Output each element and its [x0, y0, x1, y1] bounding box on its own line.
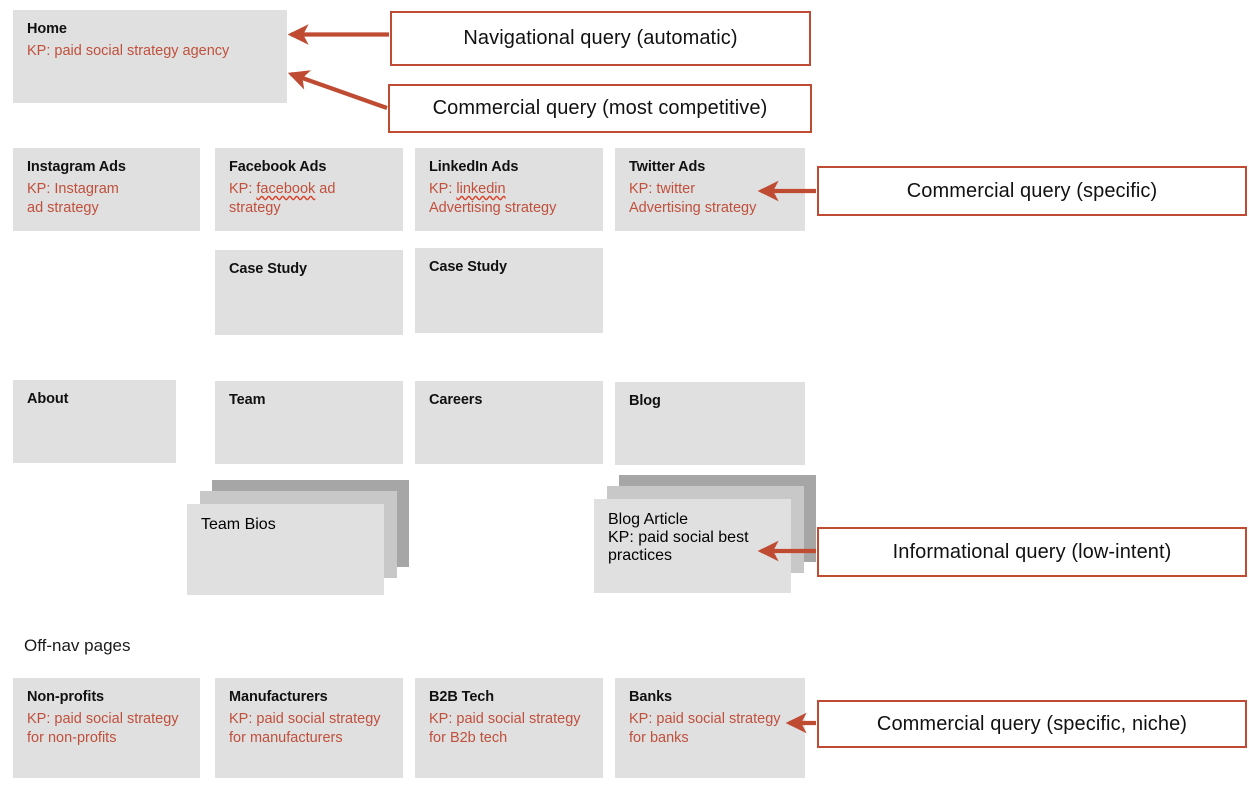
callout-commercial-most-competitive-label: Commercial query (most competitive) — [432, 97, 768, 119]
callout-informational-low-intent[interactable]: Informational query (low-intent) — [817, 527, 1247, 577]
node-blog-title: Blog — [629, 393, 661, 409]
node-manufacturers-title: Manufacturers — [229, 689, 328, 705]
node-non-profits-title: Non-profits — [27, 689, 105, 705]
node-manufacturers[interactable]: Manufacturers KP: paid social strategy f… — [215, 678, 403, 778]
node-banks-title: Banks — [629, 689, 673, 705]
node-case-study-1-title: Case Study — [229, 261, 307, 277]
node-careers-title: Careers — [429, 392, 483, 408]
callout-navigational-query[interactable]: Navigational query (automatic) — [390, 11, 811, 66]
callout-informational-low-intent-label: Informational query (low-intent) — [892, 540, 1172, 563]
node-about[interactable]: About — [13, 380, 176, 463]
arrow-home-to-commercial-most-competitive — [287, 70, 388, 110]
node-facebook-ads-keyword: KP: facebook ad strategy — [229, 181, 336, 217]
node-careers[interactable]: Careers — [415, 381, 603, 464]
node-banks-keyword: KP: paid social strategy for banks — [629, 711, 781, 747]
node-blog[interactable]: Blog — [615, 382, 805, 465]
callout-commercial-most-competitive[interactable]: Commercial query (most competitive) — [388, 84, 812, 133]
node-team-bios-stack[interactable]: Team Bios — [187, 480, 409, 595]
node-linkedin-ads-title: LinkedIn Ads — [429, 159, 519, 175]
node-linkedin-ads[interactable]: LinkedIn Ads KP: linkedin Advertising st… — [415, 148, 603, 231]
callout-commercial-specific-label: Commercial query (specific) — [906, 179, 1158, 202]
node-non-profits[interactable]: Non-profits KP: paid social strategy for… — [13, 678, 200, 778]
node-blog-article[interactable]: Blog Article KP: paid social best practi… — [594, 499, 791, 593]
node-facebook-ads[interactable]: Facebook Ads KP: facebook ad strategy — [215, 148, 403, 231]
node-b2b-tech-title: B2B Tech — [429, 689, 495, 705]
node-b2b-tech-keyword: KP: paid social strategy for B2b tech — [429, 711, 581, 747]
node-facebook-ads-title: Facebook Ads — [229, 159, 327, 175]
node-blog-article-stack[interactable]: Blog Article KP: paid social best practi… — [594, 475, 816, 593]
node-team-bios-title: Team Bios — [201, 516, 276, 533]
callout-commercial-specific[interactable]: Commercial query (specific) — [817, 166, 1247, 216]
node-blog-article-title: Blog Article — [608, 511, 689, 528]
node-home-keyword: KP: paid social strategy agency — [27, 43, 230, 60]
node-case-study-2-title: Case Study — [429, 259, 507, 275]
node-twitter-ads-title: Twitter Ads — [629, 159, 706, 175]
node-instagram-ads-title: Instagram Ads — [27, 159, 126, 175]
callout-navigational-query-label: Navigational query (automatic) — [463, 27, 738, 49]
misspelled-word-linkedin: linkedin — [456, 181, 506, 198]
callout-commercial-specific-niche-label: Commercial query (specific, niche) — [876, 712, 1188, 735]
node-non-profits-keyword: KP: paid social strategy for non-profits — [27, 711, 179, 747]
node-team[interactable]: Team — [215, 381, 403, 464]
node-home[interactable]: Home KP: paid social strategy agency — [13, 10, 287, 103]
section-label-off-nav: Off-nav pages — [24, 636, 131, 655]
callout-commercial-specific-niche[interactable]: Commercial query (specific, niche) — [817, 700, 1247, 748]
node-home-title: Home — [27, 21, 67, 37]
node-linkedin-ads-keyword: KP: linkedin Advertising strategy — [429, 181, 557, 217]
node-banks[interactable]: Banks KP: paid social strategy for banks — [615, 678, 805, 778]
misspelled-word-facebook: facebook — [256, 181, 316, 198]
node-case-study-2[interactable]: Case Study — [415, 248, 603, 333]
node-case-study-1[interactable]: Case Study — [215, 250, 403, 335]
node-about-title: About — [27, 391, 69, 407]
node-b2b-tech[interactable]: B2B Tech KP: paid social strategy for B2… — [415, 678, 603, 778]
node-team-bios[interactable]: Team Bios — [187, 504, 384, 595]
node-blog-article-keyword: KP: paid social best practices — [608, 529, 749, 564]
node-team-title: Team — [229, 392, 266, 408]
node-manufacturers-keyword: KP: paid social strategy for manufacture… — [229, 711, 381, 747]
